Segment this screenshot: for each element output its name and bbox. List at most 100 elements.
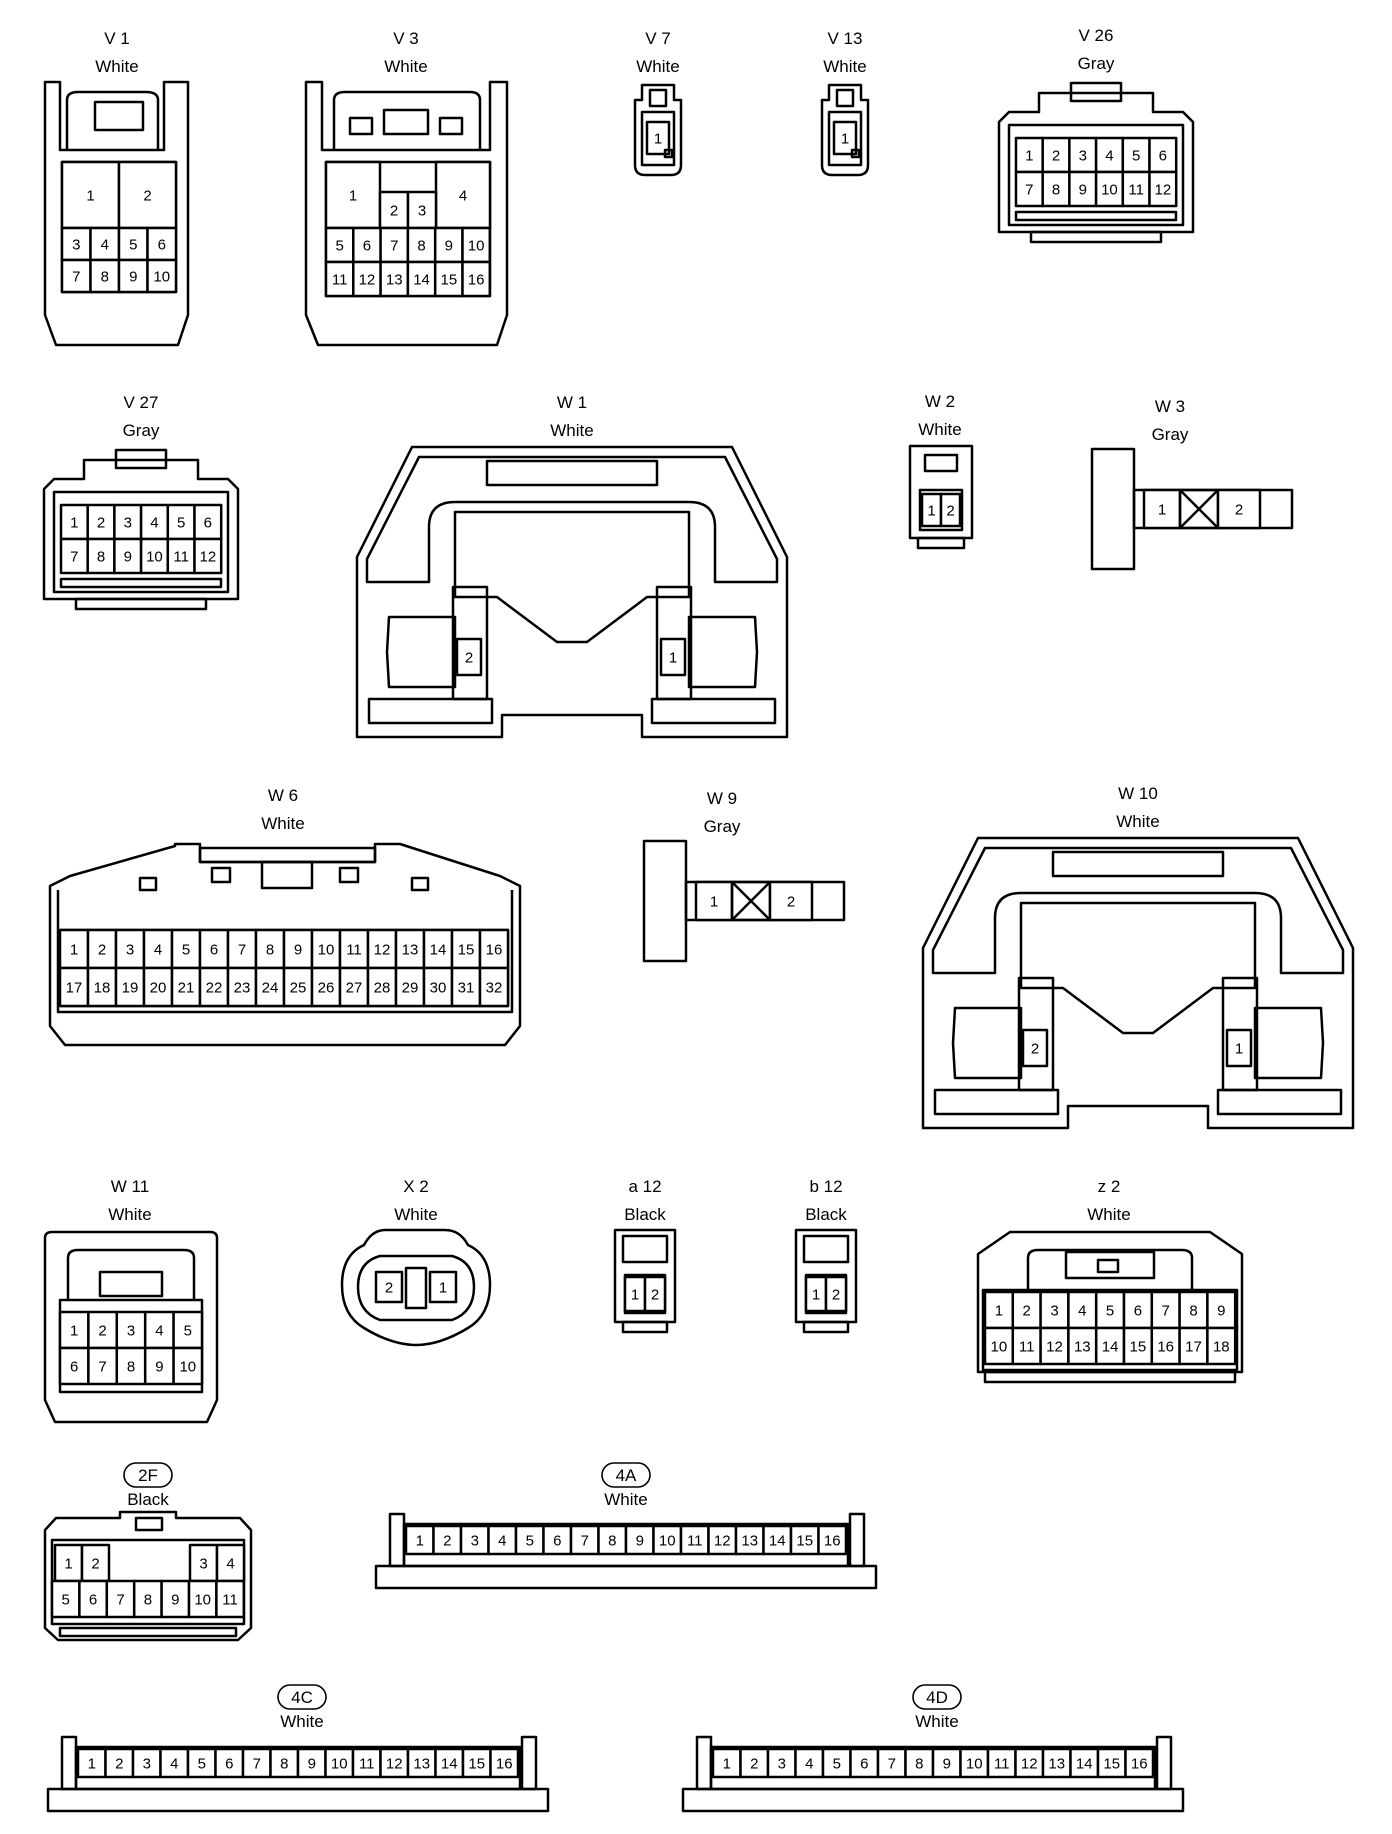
pin-1: 1 <box>812 1287 820 1304</box>
pin-3: 3 <box>418 203 426 220</box>
pin-11: 11 <box>332 272 348 289</box>
connector-id: 4C <box>291 1688 313 1707</box>
pin-2: 2 <box>98 942 106 959</box>
pin-1: 1 <box>70 1323 78 1340</box>
pin-2: 2 <box>1235 502 1243 519</box>
connector-id: X 2 <box>403 1177 429 1196</box>
pin-12: 12 <box>359 272 376 289</box>
pin-16: 16 <box>824 1533 841 1550</box>
pin-7: 7 <box>1162 1303 1170 1320</box>
pin-2: 2 <box>1052 148 1060 165</box>
pin-14: 14 <box>441 1756 458 1773</box>
pin-9: 9 <box>124 549 132 566</box>
pin-8: 8 <box>280 1756 288 1773</box>
pin-1: 1 <box>841 131 849 148</box>
pin-9: 9 <box>294 942 302 959</box>
connector-id: 2F <box>138 1466 158 1485</box>
pin-29: 29 <box>402 980 419 997</box>
pin-7: 7 <box>116 1592 124 1609</box>
connector-id: V 3 <box>393 29 419 48</box>
pin-2: 2 <box>97 515 105 532</box>
pin-12: 12 <box>386 1756 403 1773</box>
connector-color: Black <box>127 1490 169 1509</box>
pin-23: 23 <box>234 980 251 997</box>
connector-color: Gray <box>1152 425 1189 444</box>
pin-4: 4 <box>170 1756 178 1773</box>
pin-12: 12 <box>200 549 217 566</box>
pin-9: 9 <box>445 238 453 255</box>
pin-10: 10 <box>331 1756 348 1773</box>
pin-1: 1 <box>631 1287 639 1304</box>
pin-24: 24 <box>262 980 279 997</box>
pin-6: 6 <box>860 1756 868 1773</box>
pin-1: 1 <box>927 503 935 520</box>
pin-9: 9 <box>1079 182 1087 199</box>
pin-27: 27 <box>346 980 363 997</box>
pin-5: 5 <box>177 515 185 532</box>
pin-1: 1 <box>669 650 677 667</box>
connector-color: White <box>1087 1205 1130 1224</box>
connector-id: V 13 <box>828 29 863 48</box>
pin-9: 9 <box>1217 1303 1225 1320</box>
pin-18: 18 <box>94 980 111 997</box>
pin-7: 7 <box>1025 182 1033 199</box>
pin-2: 2 <box>787 894 795 911</box>
connector-id: V 1 <box>104 29 130 48</box>
pin-5: 5 <box>62 1592 70 1609</box>
pin-14: 14 <box>413 272 430 289</box>
pin-11: 11 <box>994 1756 1010 1773</box>
pin-8: 8 <box>1189 1303 1197 1320</box>
pin-1: 1 <box>723 1756 731 1773</box>
pin-4: 4 <box>1105 148 1113 165</box>
pin-4: 4 <box>150 515 158 532</box>
pin-3: 3 <box>126 942 134 959</box>
pin-8: 8 <box>915 1756 923 1773</box>
connector-id: a 12 <box>628 1177 661 1196</box>
connector-id: W 10 <box>1118 784 1158 803</box>
pin-2: 2 <box>946 503 954 520</box>
pin-2: 2 <box>385 1280 393 1297</box>
pin-10: 10 <box>1101 182 1118 199</box>
connector-id: 4A <box>616 1466 637 1485</box>
pin-16: 16 <box>468 272 485 289</box>
pin-1: 1 <box>1025 148 1033 165</box>
pin-7: 7 <box>581 1533 589 1550</box>
connector-id: 4D <box>926 1688 948 1707</box>
pin-1: 1 <box>70 942 78 959</box>
pin-4: 4 <box>805 1756 813 1773</box>
pin-6: 6 <box>158 237 166 254</box>
pin-10: 10 <box>991 1339 1008 1356</box>
pin-5: 5 <box>198 1756 206 1773</box>
pin-6: 6 <box>363 238 371 255</box>
connector-color: White <box>604 1490 647 1509</box>
pin-9: 9 <box>943 1756 951 1773</box>
pin-8: 8 <box>97 549 105 566</box>
pin-5: 5 <box>1132 148 1140 165</box>
pin-6: 6 <box>89 1592 97 1609</box>
pin-12: 12 <box>374 942 391 959</box>
connector-id: z 2 <box>1098 1177 1121 1196</box>
connector-id: V 7 <box>645 29 671 48</box>
pin-10: 10 <box>153 269 170 286</box>
pin-5: 5 <box>184 1323 192 1340</box>
pin-2: 2 <box>91 1556 99 1573</box>
pin-4: 4 <box>101 237 109 254</box>
connector-id: W 9 <box>707 789 737 808</box>
connector-color: White <box>108 1205 151 1224</box>
pin-11: 11 <box>346 942 362 959</box>
pin-5: 5 <box>833 1756 841 1773</box>
pin-15: 15 <box>458 942 475 959</box>
pin-3: 3 <box>124 515 132 532</box>
connector-id: W 11 <box>111 1177 149 1196</box>
pin-1: 1 <box>88 1756 96 1773</box>
pin-2: 2 <box>832 1287 840 1304</box>
pin-1: 1 <box>349 188 357 205</box>
connector-color: White <box>550 421 593 440</box>
